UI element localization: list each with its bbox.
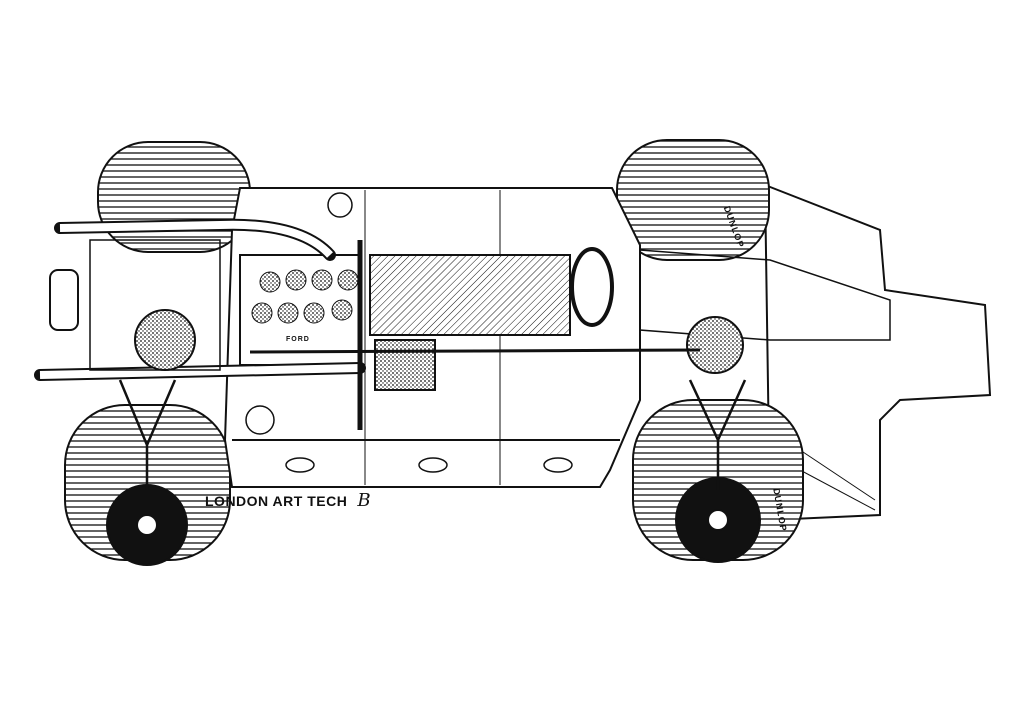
front-suspension [688, 379, 747, 490]
differential [134, 309, 196, 371]
artist-credit: LONDON ART TECH [205, 493, 348, 509]
left-front-tire [97, 141, 251, 253]
right-front-tire [616, 139, 770, 261]
engine-label: FORD [286, 336, 310, 343]
steering-wheel [570, 247, 614, 327]
gearbox [374, 339, 436, 391]
cockpit [369, 254, 571, 336]
artist-credit-row: LONDON ART TECH B [205, 490, 371, 511]
nose-frame [639, 249, 891, 341]
rear-suspension [118, 379, 177, 490]
rear-wing [763, 183, 992, 522]
artist-signature: B [357, 490, 371, 511]
intake-trumpets [251, 269, 359, 324]
